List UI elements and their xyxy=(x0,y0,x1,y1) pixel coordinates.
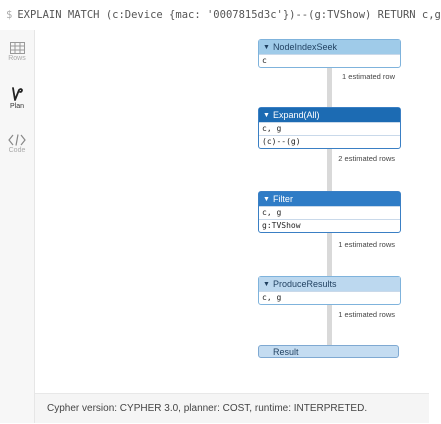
collapse-triangle-icon: ▼ xyxy=(263,44,270,51)
operator-detail-row: c xyxy=(259,54,400,67)
operator-detail-row: c, g xyxy=(259,291,400,304)
collapse-triangle-icon: ▼ xyxy=(263,281,270,288)
sidebar-item-label: Rows xyxy=(8,55,26,62)
sidebar-item-label: Code xyxy=(8,147,26,154)
operator-detail-row: c, g xyxy=(259,206,400,219)
sidebar-item-code[interactable]: Code xyxy=(0,134,34,154)
query-plan-canvas: ▼NodeIndexSeek c 1 estimated row ▼Expand… xyxy=(35,30,429,393)
operator-produceresults[interactable]: ▼ProduceResults c, g xyxy=(258,276,401,305)
operator-detail-row: (c)--(g) xyxy=(259,135,400,148)
collapse-triangle-icon: ▼ xyxy=(263,112,270,119)
operator-result[interactable]: Result xyxy=(258,345,399,358)
query-bar[interactable]: $ EXPLAIN MATCH (c:Device {mac: '0007815d… xyxy=(0,0,441,30)
table-icon xyxy=(9,42,25,54)
operator-filter[interactable]: ▼Filter c, g g:TVShow xyxy=(258,191,401,233)
operator-estimate: 2 estimated rows xyxy=(338,154,395,163)
collapse-triangle-icon: ▼ xyxy=(263,196,270,203)
operator-header: ▼Filter xyxy=(259,192,400,206)
operator-nodeindexseek[interactable]: ▼NodeIndexSeek c xyxy=(258,39,401,68)
query-prompt: $ xyxy=(6,9,13,21)
operator-estimate: 1 estimated rows xyxy=(338,240,395,249)
operator-header: ▼Expand(All) xyxy=(259,108,400,122)
view-sidebar: Rows Plan Code xyxy=(0,30,35,423)
sidebar-item-plan[interactable]: Plan xyxy=(0,86,34,110)
code-icon xyxy=(8,134,26,146)
plan-icon xyxy=(12,87,23,101)
operator-expand-all[interactable]: ▼Expand(All) c, g (c)--(g) xyxy=(258,107,401,149)
plan-footer-status: Cypher version: CYPHER 3.0, planner: COS… xyxy=(35,393,429,423)
sidebar-item-label: Plan xyxy=(9,103,24,110)
operator-header: ▼ProduceResults xyxy=(259,277,400,291)
operator-estimate: 1 estimated rows xyxy=(338,310,395,319)
operator-detail-row: g:TVShow xyxy=(259,219,400,232)
operator-detail-row: c, g xyxy=(259,122,400,135)
operator-estimate: 1 estimated row xyxy=(342,72,395,81)
query-text: EXPLAIN MATCH (c:Device {mac: '0007815d3… xyxy=(17,9,441,21)
sidebar-item-rows[interactable]: Rows xyxy=(0,42,34,62)
operator-header: ▼NodeIndexSeek xyxy=(259,40,400,54)
